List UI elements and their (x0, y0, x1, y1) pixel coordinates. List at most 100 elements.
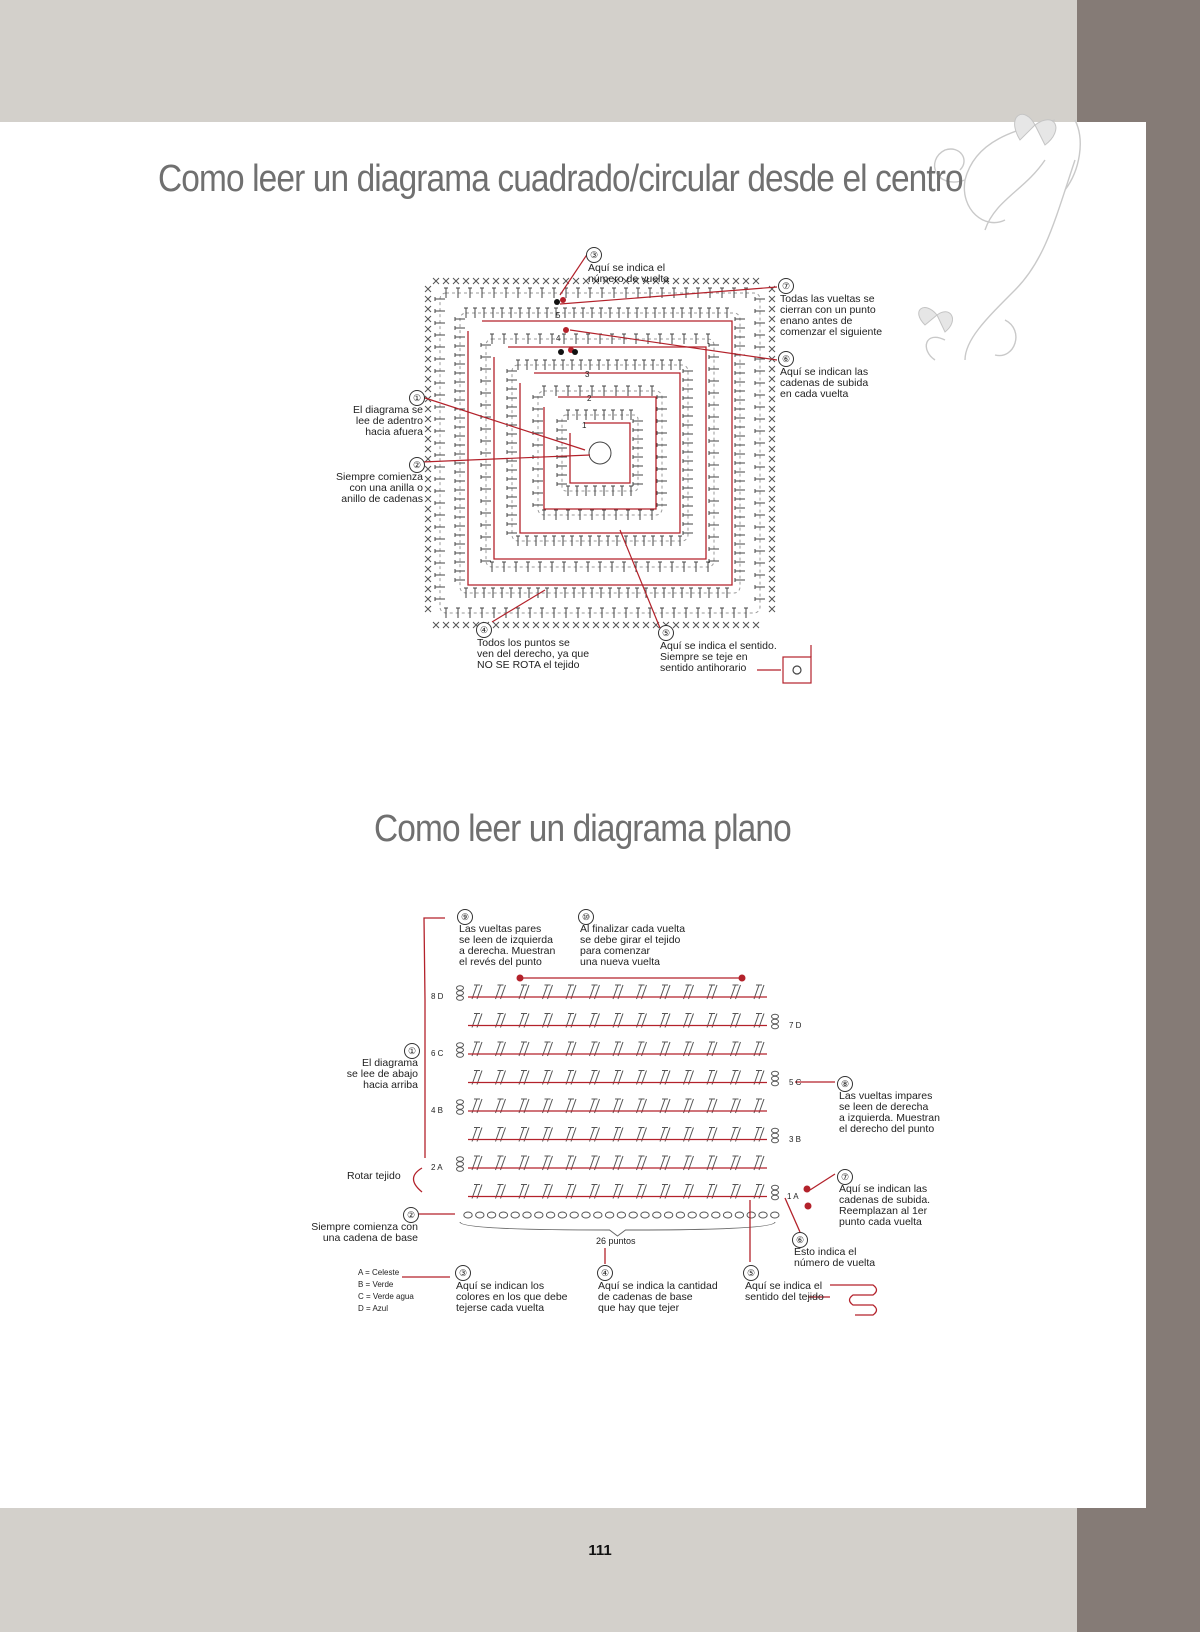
single-crochet-mark (642, 621, 650, 629)
single-crochet-mark (712, 621, 720, 629)
base-chain (475, 1211, 485, 1219)
round-outline (459, 312, 741, 594)
single-crochet-mark (768, 295, 776, 303)
single-crochet-mark (424, 415, 432, 423)
single-crochet-mark (542, 277, 550, 285)
row-label-4: 4 B (431, 1106, 444, 1115)
round-number-4: 4 (556, 334, 561, 343)
single-crochet-mark (672, 621, 680, 629)
chain-stitch (771, 1018, 779, 1025)
single-crochet-mark (542, 621, 550, 629)
single-crochet-mark (424, 575, 432, 583)
single-crochet-mark (602, 621, 610, 629)
single-crochet-mark (768, 335, 776, 343)
single-crochet-mark (712, 277, 720, 285)
fl-callout-2-num: ② (403, 1207, 419, 1223)
single-crochet-mark (532, 621, 540, 629)
chain-stitch (771, 1137, 779, 1144)
single-crochet-mark (768, 415, 776, 423)
base-chain (652, 1211, 662, 1219)
sq-callout-7-text: Todas las vueltas se cierran con un punt… (780, 293, 883, 338)
single-crochet-mark (424, 425, 432, 433)
callout-7-arrow (809, 1173, 836, 1191)
single-crochet-mark (622, 277, 630, 285)
chain-stitch (456, 990, 464, 996)
fl-callout-9-num: ⑨ (457, 909, 473, 925)
single-crochet-mark (768, 405, 776, 413)
sq-callout-1-text: El diagrama se lee de adentro hacia afue… (352, 404, 423, 438)
single-crochet-mark (432, 277, 440, 285)
base-chain (746, 1211, 756, 1219)
fl-callout-4-num: ④ (597, 1265, 613, 1281)
sq-callout-3-text: Aquí se indica el número de vuelta (588, 262, 670, 285)
single-crochet-mark (768, 305, 776, 313)
single-crochet-mark (522, 277, 530, 285)
single-crochet-mark (652, 277, 660, 285)
single-crochet-mark (424, 585, 432, 593)
single-crochet-mark (424, 345, 432, 353)
chain-stitch (456, 1104, 464, 1110)
single-crochet-mark (424, 515, 432, 523)
base-chain (687, 1211, 697, 1219)
single-crochet-mark (572, 277, 580, 285)
single-crochet-mark (752, 277, 760, 285)
single-crochet-mark (472, 277, 480, 285)
direction-icon-ring (792, 665, 802, 675)
floral-ornament (918, 113, 1081, 361)
reading-direction-path (543, 396, 657, 510)
single-crochet-mark (482, 277, 490, 285)
fl-callout-10-text: Al finalizar cada vuelta se debe girar e… (580, 923, 686, 968)
start-dot (563, 327, 569, 333)
chain-stitch (771, 1075, 779, 1082)
single-crochet-mark (424, 445, 432, 453)
single-crochet-mark (424, 495, 432, 503)
sq-callout-5-num: ⑤ (658, 625, 674, 641)
callout-leader-line (559, 252, 589, 296)
single-crochet-mark (752, 621, 760, 629)
reading-direction-path (467, 320, 733, 586)
sq-callout-4-text: Todos los puntos se ven del derecho, ya … (477, 637, 590, 671)
row-label-1: 1 A (787, 1192, 799, 1201)
single-crochet-mark (768, 565, 776, 573)
base-chain (593, 1211, 603, 1219)
chain-stitch (456, 1109, 464, 1115)
sq-callout-6-text: Aquí se indican las cadenas de subida en… (780, 366, 869, 400)
single-crochet-mark (768, 585, 776, 593)
chain-stitch (456, 1042, 464, 1048)
single-crochet-mark (768, 455, 776, 463)
callout-leader-line (559, 286, 778, 305)
single-crochet-mark (462, 621, 470, 629)
single-crochet-mark (768, 375, 776, 383)
single-crochet-mark (768, 465, 776, 473)
chain-stitch (456, 1156, 464, 1162)
square-diagram-title: Como leer un diagrama cuadrado/circular … (158, 158, 964, 200)
callout-leader-line (619, 529, 661, 629)
single-crochet-mark (424, 485, 432, 493)
round-number-3: 3 (585, 370, 590, 379)
base-chain (510, 1211, 520, 1219)
single-crochet-mark (512, 621, 520, 629)
single-crochet-mark (632, 277, 640, 285)
reading-direction-path (569, 422, 631, 484)
single-crochet-mark (424, 315, 432, 323)
single-crochet-mark (768, 495, 776, 503)
single-crochet-mark (612, 277, 620, 285)
single-crochet-mark (602, 277, 610, 285)
round-outline (537, 390, 663, 516)
color-legend-a: A = Celeste (358, 1268, 400, 1277)
chain-stitch (771, 1127, 779, 1134)
single-crochet-mark (424, 325, 432, 333)
base-chain (569, 1211, 579, 1219)
single-crochet-mark (522, 621, 530, 629)
chain-stitch (771, 1023, 779, 1030)
single-crochet-mark (424, 465, 432, 473)
single-crochet-mark (768, 325, 776, 333)
single-crochet-mark (702, 277, 710, 285)
single-crochet-mark (662, 277, 670, 285)
rotate-label: Rotar tejido (347, 1170, 401, 1182)
base-chain (628, 1211, 638, 1219)
single-crochet-mark (424, 505, 432, 513)
sq-callout-2-text: Siempre comienza con una anilla o anillo… (336, 471, 423, 505)
base-chain (581, 1211, 591, 1219)
single-crochet-mark (768, 555, 776, 563)
